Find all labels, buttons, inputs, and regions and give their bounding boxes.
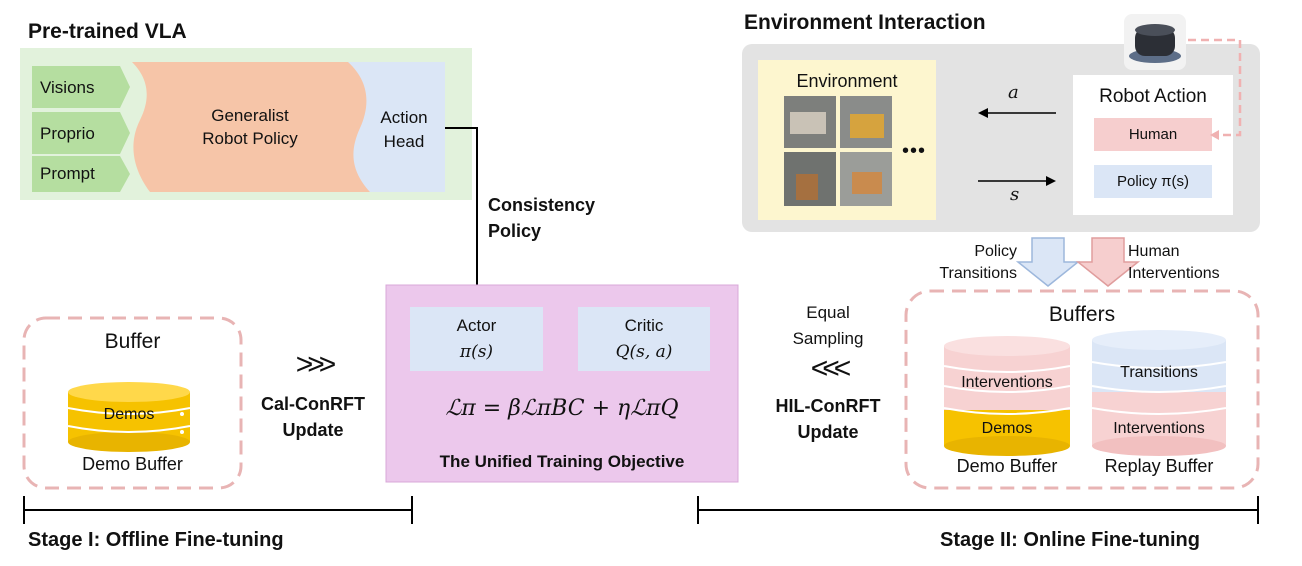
policy-transitions-line2: Transitions	[939, 265, 1017, 282]
objective-caption: The Unified Training Objective	[439, 452, 685, 471]
proprio-arrow-shape	[32, 112, 130, 154]
generalist-line1: Generalist	[211, 106, 289, 125]
consistency-connector	[445, 127, 478, 300]
vla-title: Pre-trained VLA	[28, 20, 187, 43]
consistency-policy-label: Consistency Policy	[488, 192, 595, 244]
visions-arrow-shape	[32, 66, 130, 108]
equal-sampling-line2: Sampling	[792, 329, 864, 348]
offline-buffer-box	[22, 316, 243, 490]
policy-box	[1094, 165, 1212, 198]
generalist-policy-label: Generalist Robot Policy	[160, 104, 340, 150]
hil-update-arrows: <<<	[810, 352, 852, 385]
actor-label: Actor	[456, 316, 497, 335]
cal-update-arrows: >>>	[295, 348, 337, 381]
action-head-label: Action Head	[364, 106, 444, 154]
cal-update-line1: Cal-ConRFT	[261, 394, 365, 414]
online-buffers-title: Buffers	[1048, 303, 1116, 326]
stage2-line	[697, 496, 1259, 524]
actor-box	[410, 307, 543, 371]
policy-label: Policy π(s)	[1116, 173, 1190, 190]
action-head-line1: Action	[380, 108, 428, 127]
policy-transitions-flow-arrow	[1015, 237, 1081, 287]
human-box	[1094, 118, 1212, 151]
input-prompt: Prompt	[40, 164, 95, 183]
generalist-line2: Robot Policy	[202, 129, 298, 148]
offline-demos-label: Demos	[103, 406, 155, 423]
action-head-line2: Head	[383, 132, 425, 151]
offline-demo-cylinder	[67, 382, 191, 452]
critic-math: Q(s, a)	[615, 342, 673, 362]
prompt-arrow-shape	[32, 156, 130, 192]
equal-sampling-line1: Equal	[806, 303, 850, 322]
human-interventions-line1: Human	[1128, 243, 1180, 260]
replay-buffer-top-label: Transitions	[1120, 364, 1198, 381]
offline-buffer-title: Buffer	[104, 330, 161, 353]
cal-update-line2: Update	[282, 420, 344, 440]
human-input-arrowhead	[1210, 130, 1219, 140]
human-label: Human	[1128, 126, 1178, 143]
online-demo-cylinder	[943, 336, 1071, 456]
actor-math: π(s)	[459, 342, 494, 362]
critic-label: Critic	[624, 316, 664, 335]
consistency-line1: Consistency	[488, 195, 596, 215]
hil-update-line1: HIL-ConRFT	[775, 396, 881, 416]
critic-box	[578, 307, 710, 371]
robot-action-title: Robot Action	[1099, 86, 1207, 107]
stage1-line	[23, 496, 413, 524]
environment-title: Environment Interaction	[744, 11, 986, 34]
human-interventions-line2: Interventions	[1128, 265, 1220, 282]
hil-update-line2: Update	[797, 422, 859, 442]
human-interventions-flow-arrow	[1075, 237, 1141, 287]
objective-formula: ℒπ = βℒπBC + ηℒπQ	[445, 396, 679, 421]
stage1-label: Stage I: Offline Fine-tuning	[28, 529, 284, 551]
input-proprio: Proprio	[40, 124, 95, 143]
demo-buffer-top-label: Interventions	[961, 374, 1053, 391]
human-input-dashed-line	[1188, 38, 1242, 137]
policy-transitions-line1: Policy	[974, 243, 1017, 260]
robot-photos	[784, 96, 892, 206]
action-symbol: a	[1008, 82, 1019, 103]
input-visions: Visions	[40, 78, 95, 97]
stage2-label: Stage II: Online Fine-tuning	[940, 529, 1200, 551]
demo-buffer-bottom-label: Demos	[981, 420, 1033, 437]
environment-label: Environment	[796, 71, 898, 91]
action-arrowhead	[978, 108, 988, 118]
policy-transitions-label: Policy Transitions	[925, 241, 1017, 285]
replay-buffer-bottom-label: Interventions	[1113, 420, 1205, 437]
offline-demo-buffer-caption: Demo Buffer	[82, 454, 183, 474]
action-head-shape	[348, 62, 445, 192]
human-interventions-label: Human Interventions	[1128, 241, 1220, 285]
state-symbol: s	[1010, 184, 1020, 205]
state-arrowhead	[1046, 176, 1056, 186]
online-demo-buffer-caption: Demo Buffer	[956, 456, 1058, 476]
generalist-policy-shape	[132, 62, 382, 192]
consistency-line2: Policy	[488, 221, 542, 241]
replay-buffer-caption: Replay Buffer	[1104, 456, 1214, 476]
replay-buffer-cylinder	[1091, 330, 1227, 456]
more-environments-dots: •••	[902, 140, 927, 162]
spacemouse-device	[1124, 14, 1186, 70]
